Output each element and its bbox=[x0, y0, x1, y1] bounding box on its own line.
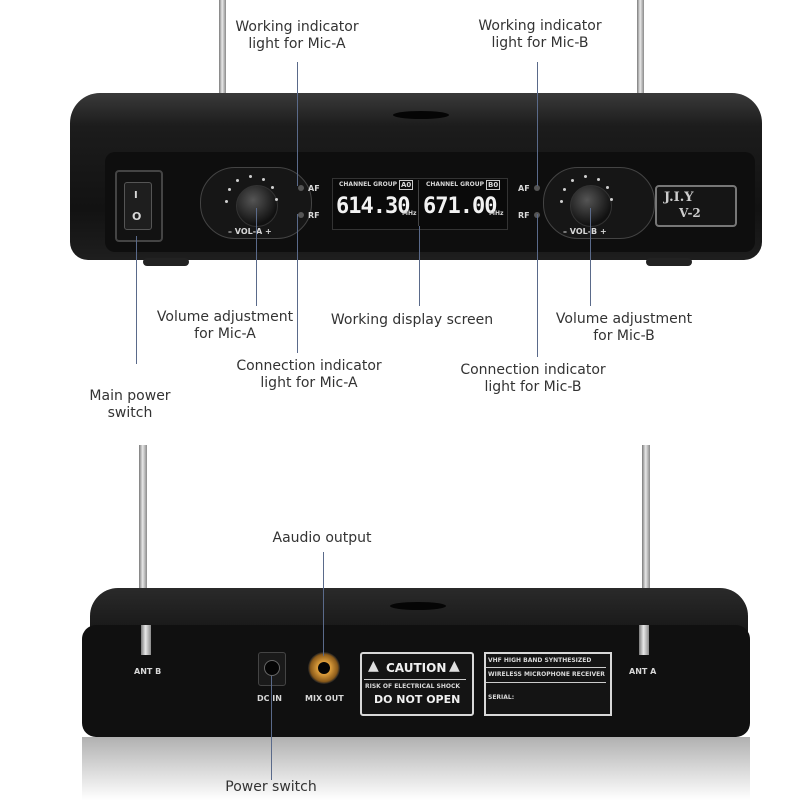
power-on-mark: I bbox=[134, 190, 138, 201]
scale-dot bbox=[597, 178, 600, 181]
scale-dot bbox=[571, 179, 574, 182]
vol-b-label: – VOL-B + bbox=[563, 227, 607, 236]
scale-dot bbox=[225, 200, 228, 203]
receiver-desc-1: VHF HIGH BAND SYNTHESIZED bbox=[488, 657, 592, 664]
label-display: Working display screen bbox=[330, 312, 494, 328]
antenna-right-front bbox=[637, 0, 644, 100]
scale-dot bbox=[271, 186, 274, 189]
ant-b-label: ANT B bbox=[134, 667, 162, 676]
af-label-a: AF bbox=[308, 184, 320, 193]
lcd-divider bbox=[418, 180, 419, 226]
scale-dot bbox=[236, 179, 239, 182]
vol-a-label: – VOL-A + bbox=[228, 227, 272, 236]
label-volume-a: Volume adjustment for Mic-A bbox=[156, 309, 294, 342]
serial-plate bbox=[484, 652, 612, 716]
callout-line-display bbox=[419, 226, 420, 306]
rear-reflection bbox=[82, 737, 750, 800]
af-led-b bbox=[534, 185, 540, 191]
af-label-b: AF bbox=[518, 184, 530, 193]
lcd-group-right: B0 bbox=[486, 180, 501, 190]
foot-right bbox=[646, 258, 692, 266]
label-power-switch: Power switch bbox=[225, 779, 317, 795]
af-led-a bbox=[298, 185, 304, 191]
rf-led-a bbox=[298, 212, 304, 218]
label-power: Main power switch bbox=[89, 388, 171, 421]
rf-label-a: RF bbox=[308, 211, 320, 220]
unit-a: MHz bbox=[402, 210, 417, 217]
lcd-group-left: A0 bbox=[399, 180, 414, 190]
scale-dot bbox=[228, 188, 231, 191]
antenna-a-rear bbox=[642, 445, 650, 640]
rf-label-b: RF bbox=[518, 211, 530, 220]
dc-in-jack[interactable] bbox=[264, 660, 280, 676]
receiver-desc-2: WIRELESS MICROPHONE RECEIVER bbox=[488, 671, 605, 678]
dc-in-label: DC IN bbox=[257, 694, 282, 703]
caution-sub: RISK OF ELECTRICAL SHOCK bbox=[365, 683, 461, 690]
lcd-header-right: CHANNEL GROUP bbox=[426, 181, 485, 188]
power-off-mark: O bbox=[132, 210, 142, 223]
serial-divider-2 bbox=[486, 682, 606, 683]
label-volume-b: Volume adjustment for Mic-B bbox=[555, 311, 693, 344]
label-conn-a: Connection indicator light for Mic-A bbox=[236, 358, 382, 391]
caution-plate bbox=[360, 652, 474, 716]
brand-name: J.I.Y bbox=[664, 190, 694, 205]
mix-out-jack[interactable] bbox=[318, 662, 330, 674]
scale-dot bbox=[249, 175, 252, 178]
mix-out-label: MIX OUT bbox=[305, 694, 344, 703]
caution-triangle-icon: ▲ bbox=[368, 658, 379, 674]
frequency-b: 671.00 bbox=[423, 194, 497, 219]
label-working-a: Working indicator light for Mic-A bbox=[235, 19, 359, 52]
serial-label: SERIAL: bbox=[488, 694, 515, 701]
callout-line-working-a bbox=[297, 62, 298, 186]
callout-line-volume-a bbox=[256, 208, 257, 306]
scale-dot bbox=[606, 186, 609, 189]
scale-dot bbox=[563, 188, 566, 191]
callout-line-conn-a bbox=[297, 214, 298, 353]
lcd-display bbox=[332, 178, 508, 230]
scale-dot bbox=[584, 175, 587, 178]
foot-left bbox=[143, 258, 189, 266]
lcd-header-left: CHANNEL GROUP bbox=[339, 181, 398, 188]
caution-triangle-icon: ▲ bbox=[449, 658, 460, 674]
volume-a-knob[interactable] bbox=[236, 185, 278, 227]
scale-dot bbox=[262, 178, 265, 181]
rear-top-slot bbox=[390, 602, 446, 610]
dc-in-jack-housing bbox=[258, 652, 286, 686]
label-working-b: Working indicator light for Mic-B bbox=[478, 18, 602, 51]
top-slot bbox=[393, 111, 449, 119]
label-audio-out: Aaudio output bbox=[272, 530, 372, 546]
caution-title: CAUTION bbox=[386, 661, 447, 675]
scale-dot bbox=[275, 198, 278, 201]
antenna-a-base bbox=[639, 625, 649, 655]
unit-b: MHz bbox=[489, 210, 504, 217]
caution-divider bbox=[364, 679, 466, 680]
callout-line-power bbox=[136, 236, 137, 364]
do-not-open: DO NOT OPEN bbox=[374, 693, 461, 706]
antenna-left-front bbox=[219, 0, 226, 100]
frequency-a: 614.30 bbox=[336, 194, 410, 219]
callout-line-volume-b bbox=[590, 208, 591, 306]
antenna-b-rear bbox=[139, 445, 147, 640]
brand-badge bbox=[655, 185, 737, 227]
scale-dot bbox=[560, 200, 563, 203]
volume-b-knob[interactable] bbox=[570, 185, 612, 227]
callout-line-power-switch bbox=[271, 676, 272, 780]
scale-dot bbox=[610, 198, 613, 201]
ant-a-label: ANT A bbox=[629, 667, 657, 676]
antenna-b-base bbox=[141, 625, 151, 655]
callout-line-working-b bbox=[537, 62, 538, 186]
callout-line-conn-b bbox=[537, 214, 538, 357]
label-conn-b: Connection indicator light for Mic-B bbox=[460, 362, 606, 395]
main-power-switch[interactable] bbox=[124, 182, 152, 230]
model-name: V-2 bbox=[679, 206, 701, 220]
serial-divider-1 bbox=[486, 667, 606, 668]
callout-line-audio-out bbox=[323, 552, 324, 656]
